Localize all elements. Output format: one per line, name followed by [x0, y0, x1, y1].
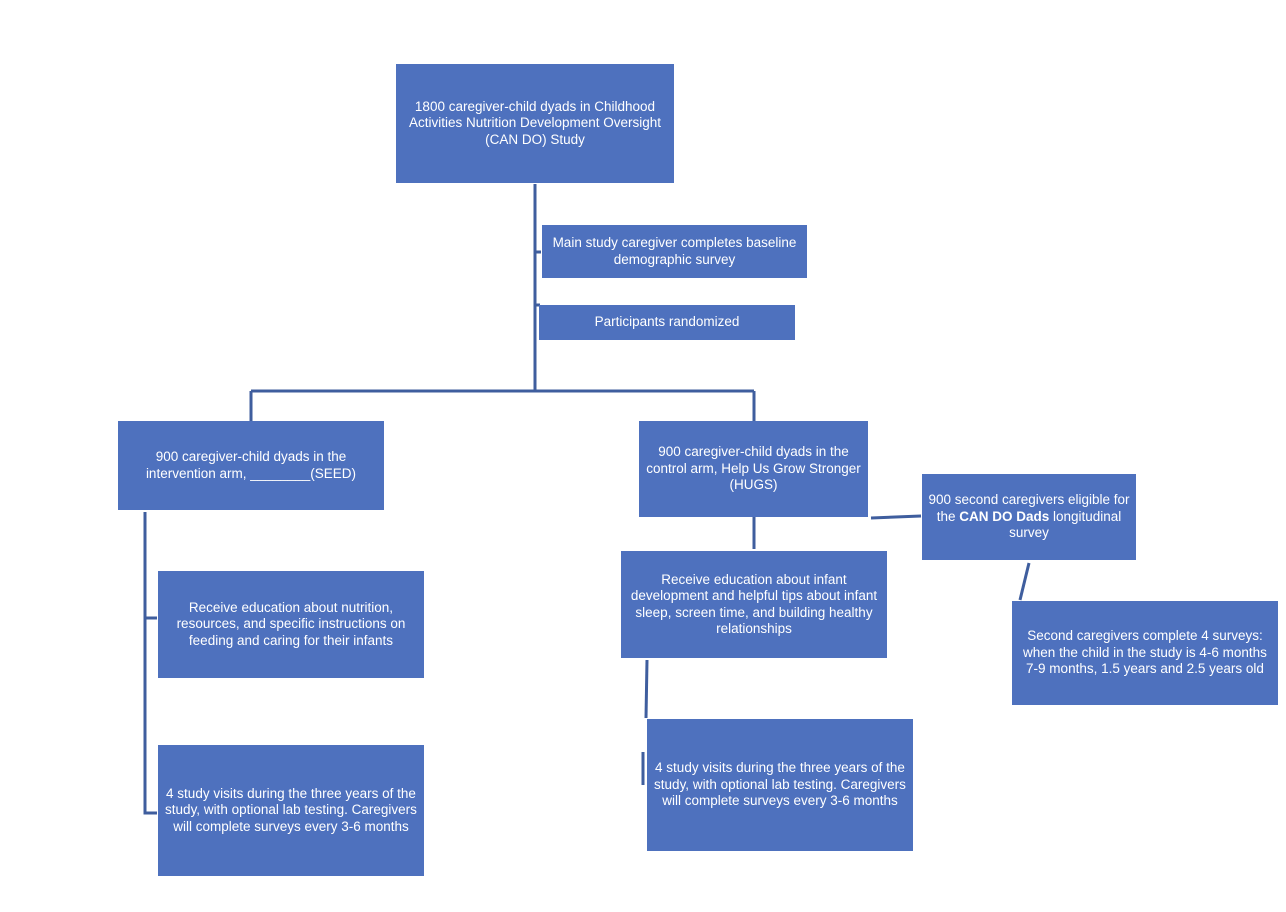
connector-second-to-surveys	[1018, 562, 1031, 601]
control-education-text: Receive education about infant developme…	[630, 571, 878, 637]
connector-intervention-branch	[143, 512, 157, 815]
control-arm-box: 900 caregiver-child dyads in the control…	[639, 421, 868, 517]
second-caregivers-text: 900 second caregivers eligible for the C…	[926, 492, 1132, 542]
intervention-education-text: Receive education about nutrition, resou…	[176, 599, 406, 648]
second-caregiver-surveys-text: Second caregivers complete 4 surveys: wh…	[1023, 628, 1267, 677]
connector-control-to-second	[870, 514, 922, 520]
intervention-visits-text: 4 study visits during the three years of…	[165, 785, 417, 834]
second-caregivers-suffix: longitudinal survey	[1009, 508, 1122, 541]
root-box: 1800 caregiver-child dyads in Childhood …	[396, 64, 674, 183]
can-do-dads-label: CAN DO Dads	[959, 508, 1050, 524]
intervention-arm-text: 900 caregiver-child dyads in the interve…	[145, 449, 357, 481]
randomized-text: Participants randomized	[594, 314, 740, 330]
control-arm-text: 900 caregiver-child dyads in the control…	[646, 444, 861, 493]
connector-control-edu-to-visits	[644, 659, 649, 719]
second-caregivers-prefix: 900 second caregivers eligible for the	[928, 492, 1130, 524]
intervention-arm-box: 900 caregiver-child dyads in the interve…	[118, 421, 384, 510]
randomized-box: Participants randomized	[539, 305, 795, 340]
root-text: 1800 caregiver-child dyads in Childhood …	[408, 98, 662, 147]
intervention-visits-box: 4 study visits during the three years of…	[158, 745, 424, 876]
control-education-box: Receive education about infant developme…	[621, 551, 887, 658]
second-caregiver-surveys-box: Second caregivers complete 4 surveys: wh…	[1012, 601, 1278, 705]
second-caregivers-box: 900 second caregivers eligible for the C…	[922, 474, 1136, 560]
control-visits-box: 4 study visits during the three years of…	[647, 719, 913, 851]
intervention-education-box: Receive education about nutrition, resou…	[158, 571, 424, 678]
baseline-survey-box: Main study caregiver completes baseline …	[542, 225, 807, 278]
control-visits-text: 4 study visits during the three years of…	[654, 760, 906, 809]
baseline-survey-text: Main study caregiver completes baseline …	[552, 235, 797, 267]
